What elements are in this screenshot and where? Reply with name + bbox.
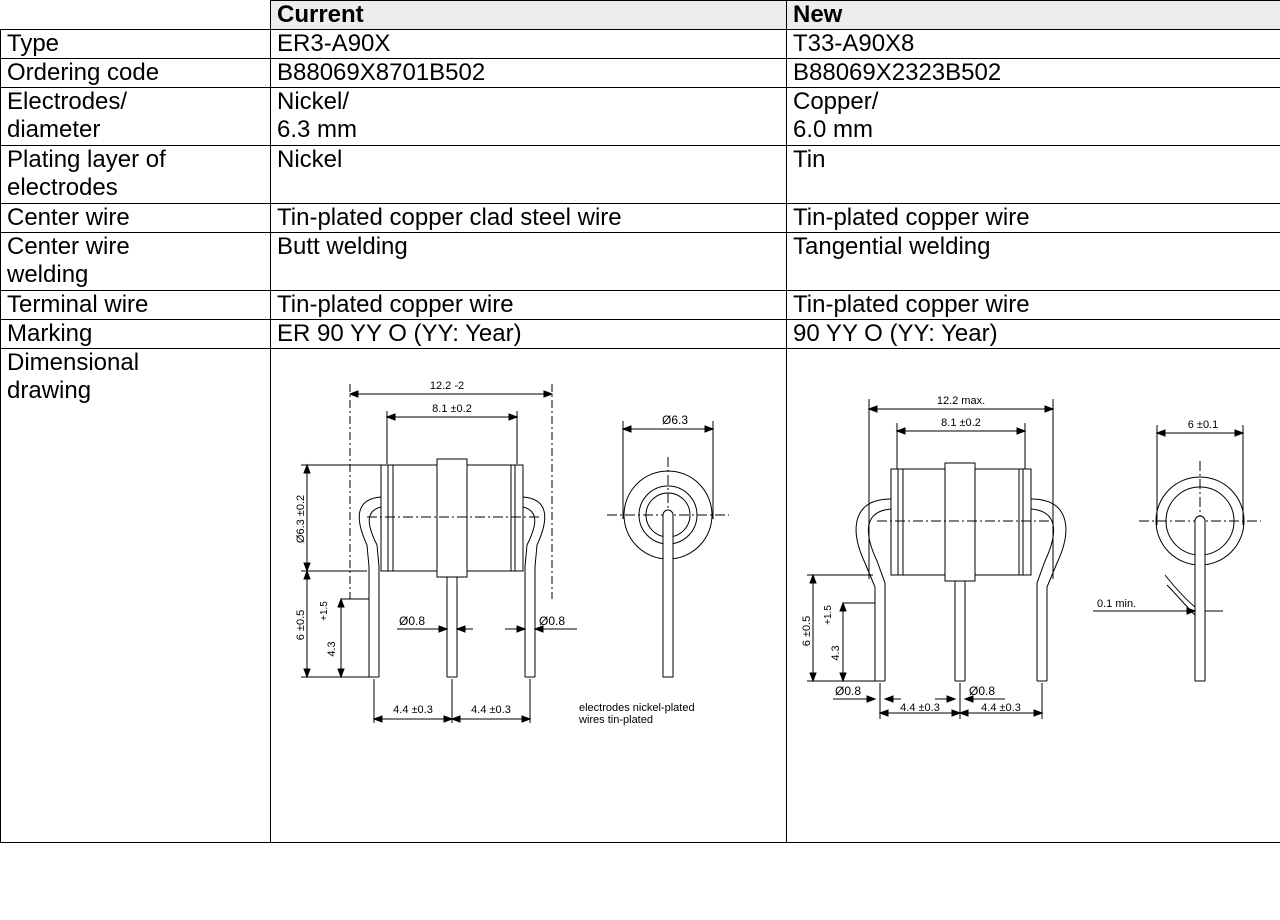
row-label-line: electrodes	[7, 174, 118, 201]
dim-diameter-end: 6 ±0.1	[1188, 419, 1219, 431]
new-value-line: Tin	[793, 146, 826, 173]
row-label-line: Ordering code	[7, 59, 160, 86]
dim-wire-diameter-2: Ø0.8	[969, 684, 995, 698]
dim-wire-diameter-1: Ø0.8	[399, 614, 425, 628]
row-label: Type	[0, 29, 271, 59]
row-label: Center wire	[0, 203, 271, 233]
new-value: Copper/6.0 mm	[786, 87, 1280, 146]
new-value-line: Tin-plated copper wire	[793, 204, 1030, 231]
current-value-line: Butt welding	[277, 233, 408, 260]
drawing-new-cell: 12.2 max. 8.1 ±0.2	[786, 348, 1280, 843]
drawing-current: 12.2 -2 8.1 ±0.2	[295, 380, 729, 726]
current-value: Tin-plated copper clad steel wire	[270, 203, 787, 233]
new-value: Tin-plated copper wire	[786, 290, 1280, 320]
current-value: Tin-plated copper wire	[270, 290, 787, 320]
row-label-line: welding	[7, 261, 89, 288]
dim-pitch-1: 4.4 ±0.3	[393, 704, 433, 716]
current-value-line: B88069X8701B502	[277, 59, 486, 86]
new-value-line: 90 YY O (YY: Year)	[793, 320, 998, 347]
dim-wire-diameter-2: Ø0.8	[539, 614, 565, 628]
new-value-line: Tin-plated copper wire	[793, 291, 1030, 318]
new-value: Tin	[786, 145, 1280, 204]
current-value-line: Tin-plated copper clad steel wire	[277, 204, 622, 231]
row-label-line: Center wire	[7, 233, 130, 260]
dim-diameter-side: Ø6.3 ±0.2	[295, 495, 307, 543]
row-label-line: Terminal wire	[7, 291, 149, 318]
row-label: Marking	[0, 319, 271, 349]
header-current: Current	[270, 0, 787, 30]
current-value: B88069X8701B502	[270, 58, 787, 88]
current-value-line: ER3-A90X	[277, 30, 391, 57]
current-value-line: 6.3 mm	[277, 116, 358, 143]
drawing-row: Dimensional drawing 12.2 -2	[0, 348, 1280, 843]
dim-body-length: 8.1 ±0.2	[432, 403, 472, 415]
drawing-new: 12.2 max. 8.1 ±0.2	[801, 395, 1261, 719]
dim-lead-length: 6 ±0.5	[295, 610, 307, 641]
row-label-line: Dimensional	[7, 349, 140, 376]
current-value: ER3-A90X	[270, 29, 787, 59]
new-value-line: Tangential welding	[793, 233, 991, 260]
dim-pitch-1: 4.4 ±0.3	[900, 702, 940, 714]
table-row: Ordering code B88069X8701B502 B88069X2323B…	[0, 58, 1280, 88]
current-value: Butt welding	[270, 232, 787, 291]
dim-diameter-end: Ø6.3	[662, 413, 688, 427]
current-value-line: Tin-plated copper wire	[277, 291, 514, 318]
current-value: Nickel/6.3 mm	[270, 87, 787, 146]
new-value: B88069X2323B502	[786, 58, 1280, 88]
current-value: Nickel	[270, 145, 787, 204]
new-value-line: Copper/	[793, 88, 879, 115]
dim-lead-tolerance: +1.5	[823, 605, 834, 625]
corner-cell	[0, 0, 271, 30]
new-value-line: T33-A90X8	[793, 30, 915, 57]
new-value: Tangential welding	[786, 232, 1280, 291]
dim-gap: 0.1 min.	[1097, 598, 1136, 610]
row-label: Terminal wire	[0, 290, 271, 320]
current-value-line: Nickel	[277, 146, 343, 173]
dim-body-length: 8.1 ±0.2	[941, 417, 981, 429]
new-value-line: B88069X2323B502	[793, 59, 1002, 86]
new-value: Tin-plated copper wire	[786, 203, 1280, 233]
row-label: Dimensional drawing	[0, 348, 271, 843]
dim-lead-sub: 4.3	[326, 641, 338, 656]
dim-wire-diameter-1: Ø0.8	[835, 684, 861, 698]
row-label: Electrodes/diameter	[0, 87, 271, 146]
row-label-line: Plating layer of	[7, 146, 166, 173]
current-value-line: Nickel/	[277, 88, 350, 115]
row-label-line: diameter	[7, 116, 101, 143]
dim-lead-tolerance: +1.5	[319, 601, 330, 621]
dim-pitch-2: 4.4 ±0.3	[471, 704, 511, 716]
table-row: Marking ER 90 YY O (YY: Year) 90 YY O (YY:…	[0, 319, 1280, 349]
row-label: Ordering code	[0, 58, 271, 88]
header-new: New	[786, 0, 1280, 30]
header-row: Current New	[0, 0, 1280, 30]
note-line-2: wires tin-plated	[578, 714, 653, 726]
dim-length: 12.2 max.	[937, 395, 985, 407]
new-value-line: 6.0 mm	[793, 116, 874, 143]
dim-lead-length: 6 ±0.5	[801, 616, 813, 647]
drawing-current-cell: 12.2 -2 8.1 ±0.2	[270, 348, 787, 843]
row-label-line: Electrodes/	[7, 88, 128, 115]
current-value-line: ER 90 YY O (YY: Year)	[277, 320, 522, 347]
new-value: T33-A90X8	[786, 29, 1280, 59]
dim-pitch-2: 4.4 ±0.3	[981, 702, 1021, 714]
row-label-line: drawing	[7, 377, 92, 404]
dim-lead-sub: 4.3	[830, 645, 842, 660]
table-row: Center wire Tin-plated copper clad steel …	[0, 203, 1280, 233]
current-value: ER 90 YY O (YY: Year)	[270, 319, 787, 349]
table-row: Terminal wire Tin-plated copper wire Tin-p…	[0, 290, 1280, 320]
row-label-line: Type	[7, 30, 60, 57]
new-value: 90 YY O (YY: Year)	[786, 319, 1280, 349]
row-label-line: Center wire	[7, 204, 130, 231]
note-line-1: electrodes nickel-plated	[579, 702, 695, 714]
row-label-line: Marking	[7, 320, 93, 347]
dim-length: 12.2 -2	[430, 380, 464, 392]
table-row: Type ER3-A90X T33-A90X8	[0, 29, 1280, 59]
